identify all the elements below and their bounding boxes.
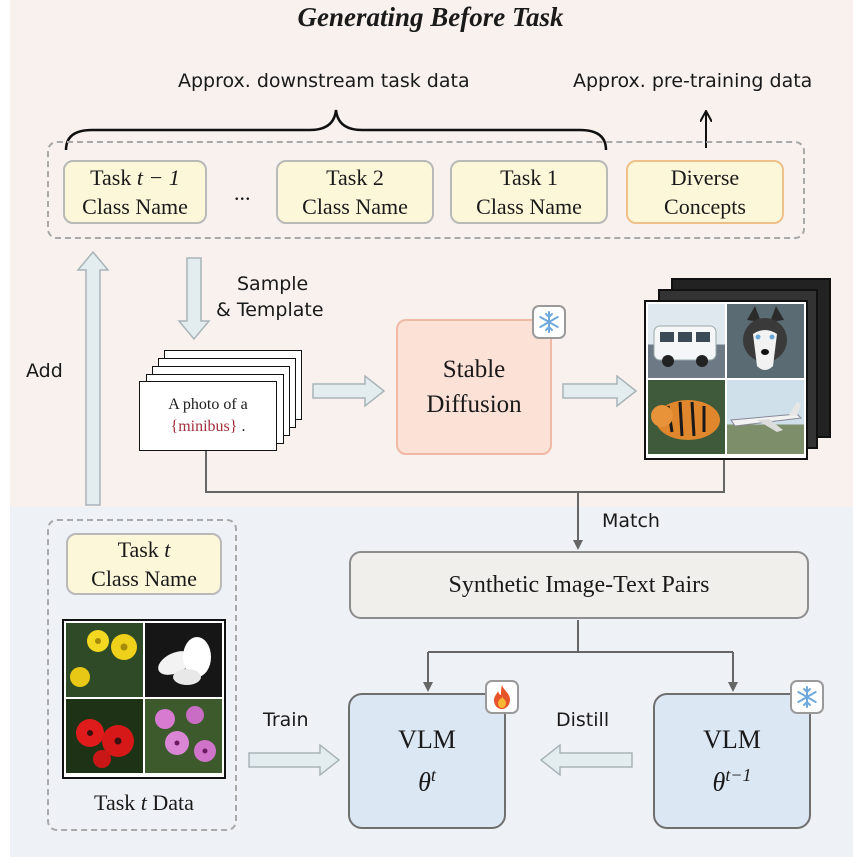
diverse-concepts-box: Diverse Concepts (626, 160, 784, 224)
stable-diffusion-box: Stable Diffusion (396, 319, 552, 455)
pink-flower-illustration (155, 706, 216, 762)
class-pool-container (47, 141, 805, 239)
vlm-previous-frozen-badge (790, 680, 824, 714)
template-label: & Template (216, 299, 324, 321)
yellow-flower-illustration (70, 630, 137, 687)
downstream-brace (64, 109, 608, 151)
class-box-task-1: Task 1 Class Name (450, 160, 608, 224)
snowflake-icon (797, 686, 817, 708)
prompt-class-token: {minibus} (170, 418, 238, 435)
class-box-task-t: Task t Class Name (66, 533, 222, 595)
white-orchid-illustration (158, 637, 211, 685)
vlm-current-box: VLM θt (348, 693, 506, 829)
distill-label: Distill (556, 709, 610, 731)
ellipsis: ... (234, 180, 251, 205)
train-label: Train (263, 709, 309, 731)
task-data-image-grid (62, 619, 226, 779)
stable-diffusion-frozen-badge (532, 305, 566, 339)
red-flower-illustration (76, 719, 134, 768)
husky-image (727, 304, 804, 378)
airplane-image (727, 380, 804, 454)
synthetic-pairs-box: Synthetic Image-Text Pairs (349, 551, 809, 619)
white-orchid-image (145, 623, 222, 697)
add-hollow-arrow (76, 250, 110, 506)
minibus-image (648, 304, 725, 378)
red-flower-image (66, 699, 143, 773)
husky-illustration (743, 306, 787, 370)
airplane-illustration (730, 402, 803, 432)
diagram-title: Generating Before Task (297, 2, 564, 32)
yellow-flower-image (66, 623, 143, 697)
prompt-card: A photo of a {minibus} . (139, 381, 277, 451)
prompt-to-sd-hollow-arrow (312, 374, 386, 408)
add-label: Add (26, 360, 63, 382)
class-box-task-t-minus-1: Task t − 1 Class Name (63, 160, 207, 224)
sample-hollow-arrow (177, 257, 211, 341)
tiger-image (648, 380, 725, 454)
approx-pretraining-label: Approx. pre-training data (573, 70, 813, 92)
minibus-illustration (653, 325, 717, 367)
snowflake-icon (539, 311, 559, 333)
vlm-current-trainable-badge (485, 680, 519, 714)
match-label: Match (602, 510, 660, 532)
class-box-task-2: Task 2 Class Name (276, 160, 434, 224)
task-data-label: Task t Data (94, 790, 194, 815)
match-connector (205, 448, 725, 493)
fire-icon (494, 685, 510, 709)
prompt-prefix: A photo of a (168, 396, 248, 413)
approx-downstream-label: Approx. downstream task data (178, 70, 470, 92)
pink-flower-image (145, 699, 222, 773)
tiger-illustration (651, 400, 720, 440)
generated-image-grid (644, 300, 808, 460)
train-hollow-arrow (248, 743, 341, 777)
sd-to-images-hollow-arrow (562, 374, 638, 408)
vlm-previous-box: VLM θt−1 (653, 693, 811, 829)
sample-label: Sample (237, 273, 309, 295)
current-task-container (47, 519, 237, 831)
distill-hollow-arrow (539, 743, 633, 777)
